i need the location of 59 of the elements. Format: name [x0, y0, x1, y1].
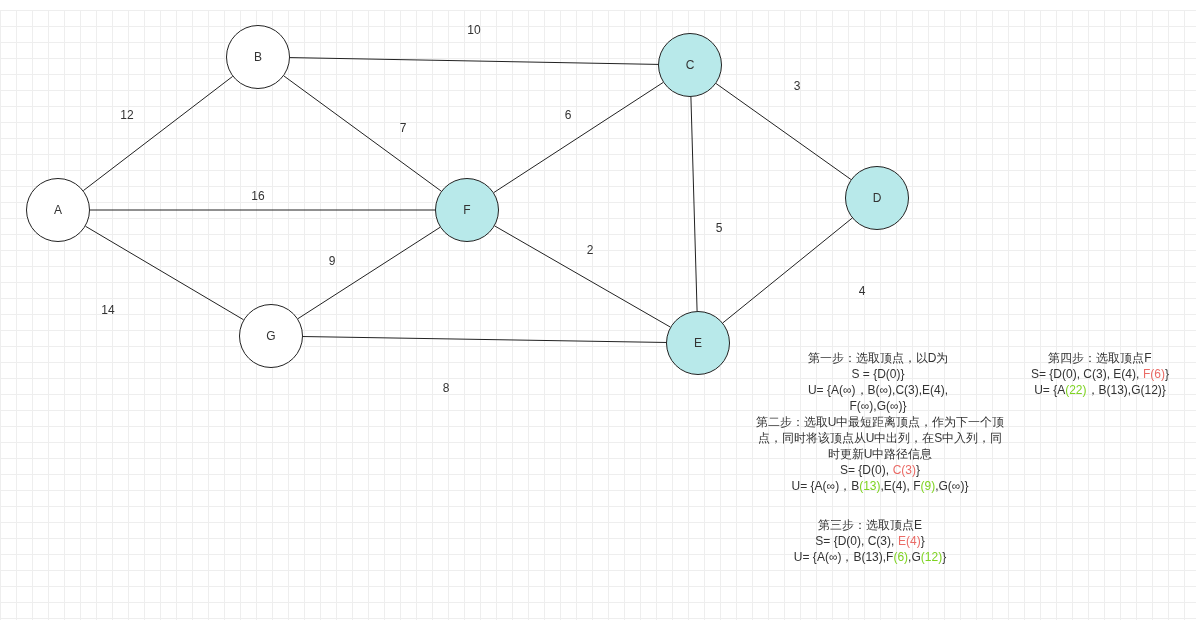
- highlighted-value: (9): [920, 479, 936, 493]
- vertex-circle: F: [435, 178, 499, 242]
- step-heading: 第一步：选取顶点，以D为: [807, 351, 949, 365]
- vertex-circle: G: [239, 304, 303, 368]
- highlighted-value: C(3): [892, 463, 916, 477]
- edge-line: [494, 225, 671, 328]
- edge-label: 10: [467, 23, 481, 37]
- highlighted-value: (22): [1065, 383, 1087, 397]
- vertex-circle: A: [26, 178, 90, 242]
- step-heading: 第三步：选取顶点E: [818, 518, 922, 532]
- highlighted-value: (12): [920, 550, 943, 564]
- edge-label: 5: [715, 221, 723, 235]
- edge-label: 2: [586, 243, 594, 257]
- edge-line: [89, 209, 436, 211]
- edge-label: 14: [101, 303, 115, 317]
- set-text: U= {A(∞)，B(13),F: [793, 550, 894, 564]
- set-text: S= {D(0), C(3),: [815, 534, 895, 548]
- set-text: S= {D(0), C(3), E(4),: [1031, 367, 1140, 381]
- edge-line: [722, 217, 853, 324]
- highlighted-value: (13): [859, 479, 881, 493]
- set-text: ,E(4), F: [880, 479, 921, 493]
- set-text: ,G: [908, 550, 921, 564]
- edge-label: 7: [399, 121, 407, 135]
- edge-label: 8: [442, 381, 450, 395]
- set-text: U= {A(∞)，B: [791, 479, 860, 493]
- set-text: S= {D(0),: [840, 463, 890, 477]
- set-text: ，B(13),G(12)}: [1086, 383, 1166, 397]
- edge-label: 3: [793, 79, 801, 93]
- set-text: }: [920, 534, 925, 548]
- edge-label: 6: [564, 108, 572, 122]
- edge-line: [715, 83, 852, 180]
- set-text: U= {A: [1034, 383, 1066, 397]
- set-text: U= {A(∞)，B(∞),C(3),E(4), F(∞),G(∞)}: [807, 383, 949, 413]
- edge-line: [85, 225, 244, 321]
- vertex-circle: B: [226, 25, 290, 89]
- edge-label: 4: [858, 284, 866, 298]
- edge-line: [283, 75, 442, 192]
- set-text: }: [915, 463, 920, 477]
- set-text: S = {D(0)}: [851, 367, 905, 381]
- step-heading: 第四步：选取顶点F: [1048, 351, 1152, 365]
- set-text: }: [942, 550, 947, 564]
- edge-label: 9: [328, 254, 336, 268]
- vertex-circle: D: [845, 166, 909, 230]
- set-text: ,G(∞)}: [935, 479, 969, 493]
- edge-line: [493, 81, 664, 194]
- vertex-circle: E: [666, 311, 730, 375]
- highlighted-value: E(4): [897, 534, 921, 548]
- set-text: }: [1164, 367, 1169, 381]
- step-heading: 第二步：选取U中最短距离顶点，作为下一个顶点，同时将该顶点从U中出列，在S中入列，同时更新U中路径信息: [755, 415, 1005, 461]
- highlighted-value: (6): [893, 550, 909, 564]
- edge-label: 12: [120, 108, 134, 122]
- edge-line: [289, 57, 659, 65]
- edge-line: [302, 336, 667, 343]
- edge-line: [82, 75, 234, 192]
- vertex-circle: C: [658, 33, 722, 97]
- edge-line: [297, 226, 441, 320]
- highlighted-value: F(6): [1142, 367, 1165, 381]
- edge-label: 16: [251, 189, 265, 203]
- edge-line: [690, 96, 698, 312]
